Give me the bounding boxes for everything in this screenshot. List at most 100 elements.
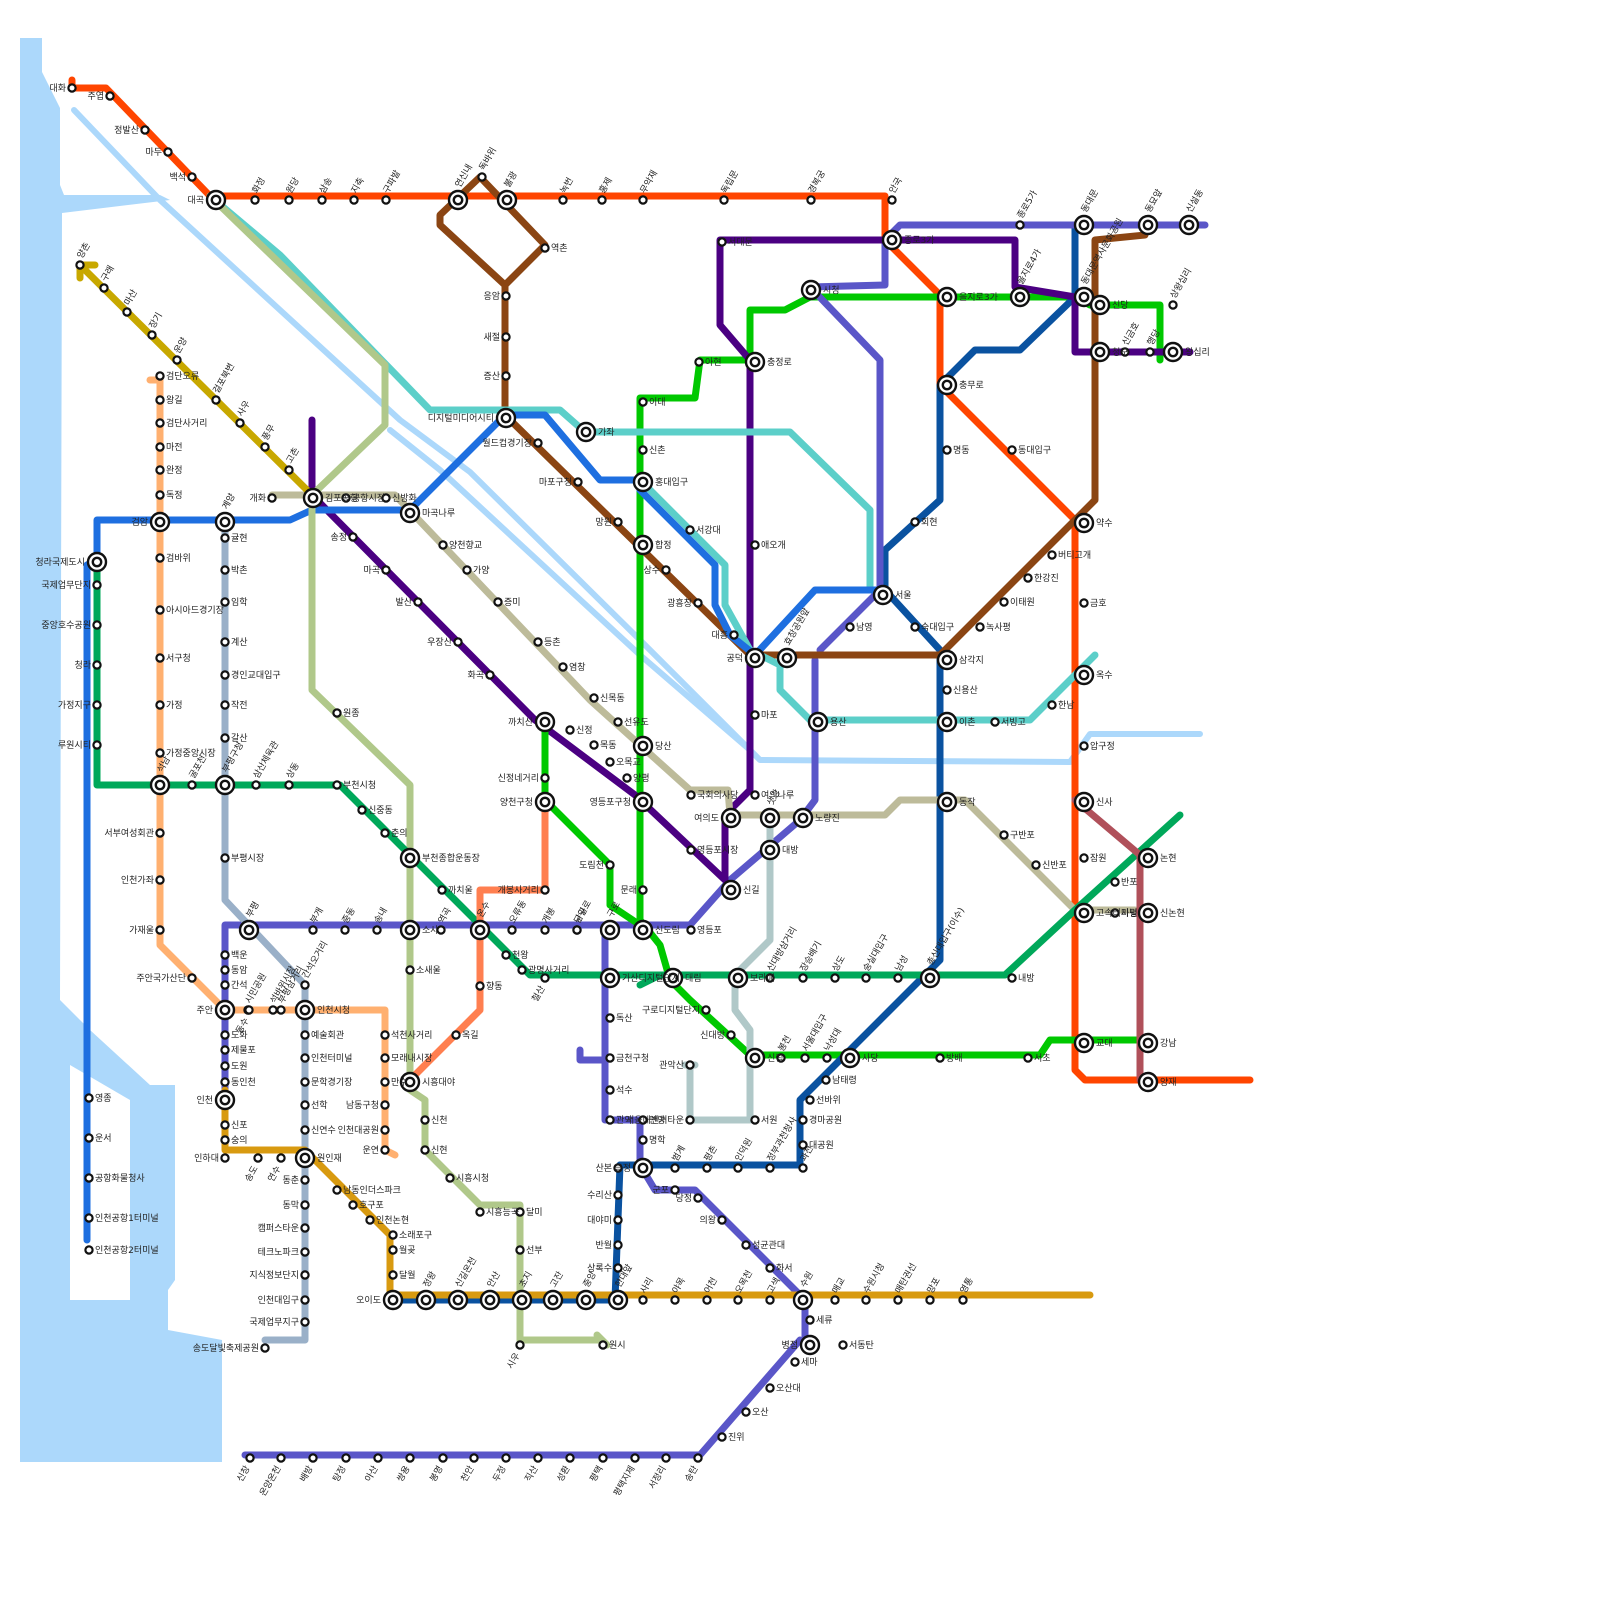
station-marker[interactable] [453, 637, 463, 647]
station-marker[interactable] [630, 1453, 640, 1463]
station-marker[interactable] [300, 1125, 310, 1135]
station-marker[interactable] [413, 597, 423, 607]
station-marker[interactable] [515, 1245, 525, 1255]
station-marker[interactable] [798, 1115, 808, 1125]
station-marker[interactable] [155, 553, 165, 563]
station-marker[interactable] [308, 1453, 318, 1463]
station-marker[interactable] [155, 442, 165, 452]
station-marker[interactable] [958, 1295, 968, 1305]
station-marker[interactable] [1110, 877, 1120, 887]
station-marker[interactable] [685, 1060, 695, 1070]
station-marker[interactable] [300, 1175, 310, 1185]
station-marker[interactable] [1015, 220, 1025, 230]
station-marker[interactable] [284, 195, 294, 205]
station-marker[interactable] [187, 172, 197, 182]
station-marker[interactable] [92, 740, 102, 750]
station-marker[interactable] [515, 1340, 525, 1350]
station-marker[interactable] [485, 670, 495, 680]
station-marker[interactable] [381, 493, 391, 503]
station-marker[interactable] [694, 357, 704, 367]
station-marker[interactable] [380, 828, 390, 838]
station-marker[interactable] [451, 1030, 461, 1040]
station-marker[interactable] [613, 717, 623, 727]
station-marker[interactable] [805, 1315, 815, 1325]
station-marker[interactable] [300, 1295, 310, 1305]
station-marker[interactable] [220, 965, 230, 975]
station-marker[interactable] [533, 637, 543, 647]
station-marker[interactable] [155, 748, 165, 758]
station-marker[interactable] [92, 580, 102, 590]
station-marker[interactable] [267, 493, 277, 503]
station-marker[interactable] [245, 1453, 255, 1463]
station-marker[interactable] [517, 965, 527, 975]
station-marker[interactable] [187, 780, 197, 790]
station-marker[interactable] [436, 925, 446, 935]
station-marker[interactable] [589, 740, 599, 750]
station-marker[interactable] [990, 717, 1000, 727]
station-marker[interactable] [381, 195, 391, 205]
station-marker[interactable] [260, 442, 270, 452]
station-marker[interactable] [613, 1163, 623, 1173]
station-marker[interactable] [155, 490, 165, 500]
station-marker[interactable] [276, 1005, 286, 1015]
station-marker[interactable] [1023, 1053, 1033, 1063]
station-marker[interactable] [475, 1207, 485, 1217]
station-marker[interactable] [1079, 598, 1089, 608]
station-marker[interactable] [805, 1095, 815, 1105]
station-marker[interactable] [790, 1357, 800, 1367]
station-marker[interactable] [702, 1163, 712, 1173]
station-marker[interactable] [300, 1030, 310, 1040]
station-marker[interactable] [638, 397, 648, 407]
station-marker[interactable] [251, 780, 261, 790]
station-marker[interactable] [501, 291, 511, 301]
station-marker[interactable] [999, 597, 1009, 607]
station-marker[interactable] [405, 1453, 415, 1463]
station-marker[interactable] [741, 1407, 751, 1417]
station-marker[interactable] [211, 395, 221, 405]
station-marker[interactable] [341, 493, 351, 503]
station-marker[interactable] [765, 1263, 775, 1273]
station-marker[interactable] [765, 973, 775, 983]
station-marker[interactable] [861, 973, 871, 983]
station-marker[interactable] [140, 125, 150, 135]
station-marker[interactable] [765, 1383, 775, 1393]
station-marker[interactable] [332, 1185, 342, 1195]
station-marker[interactable] [598, 1453, 608, 1463]
station-marker[interactable] [99, 283, 109, 293]
station-marker[interactable] [565, 725, 575, 735]
station-marker[interactable] [942, 685, 952, 695]
station-marker[interactable] [220, 853, 230, 863]
station-marker[interactable] [365, 1215, 375, 1225]
station-marker[interactable] [475, 981, 485, 991]
station-marker[interactable] [830, 973, 840, 983]
station-marker[interactable] [220, 700, 230, 710]
station-marker[interactable] [685, 1115, 695, 1125]
station-marker[interactable] [300, 1270, 310, 1280]
station-marker[interactable] [469, 1453, 479, 1463]
station-marker[interactable] [373, 1453, 383, 1463]
station-marker[interactable] [284, 780, 294, 790]
station-marker[interactable] [719, 195, 729, 205]
station-marker[interactable] [1031, 860, 1041, 870]
station-marker[interactable] [741, 1240, 751, 1250]
station-marker[interactable] [220, 1045, 230, 1055]
station-marker[interactable] [605, 860, 615, 870]
station-marker[interactable] [317, 195, 327, 205]
station-marker[interactable] [220, 597, 230, 607]
station-marker[interactable] [573, 477, 583, 487]
station-marker[interactable] [340, 925, 350, 935]
station-marker[interactable] [910, 622, 920, 632]
station-marker[interactable] [717, 237, 727, 247]
station-marker[interactable] [1079, 853, 1089, 863]
station-marker[interactable] [380, 1030, 390, 1040]
station-marker[interactable] [845, 622, 855, 632]
station-marker[interactable] [388, 1245, 398, 1255]
station-marker[interactable] [220, 1061, 230, 1071]
station-marker[interactable] [155, 828, 165, 838]
station-marker[interactable] [1145, 347, 1155, 357]
station-marker[interactable] [701, 1005, 711, 1015]
station-marker[interactable] [729, 630, 739, 640]
station-marker[interactable] [438, 540, 448, 550]
station-marker[interactable] [693, 598, 703, 608]
station-marker[interactable] [733, 1163, 743, 1173]
